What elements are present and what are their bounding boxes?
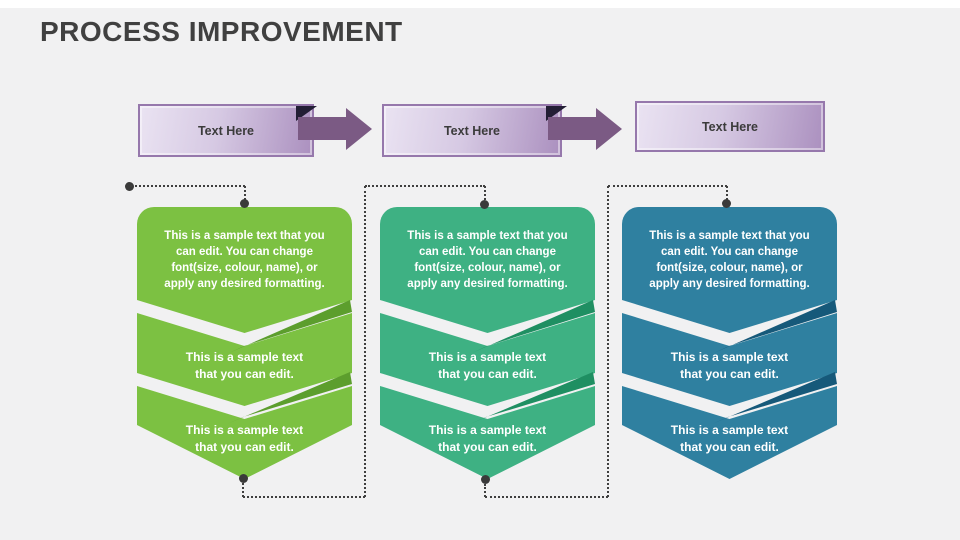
- chevron-column-step-2: This is a sample text that you can edit.…: [380, 207, 595, 479]
- connector-line: [484, 186, 486, 200]
- connector-dot: [481, 475, 490, 484]
- step-1-description: This is a sample text that you can edit.…: [164, 230, 325, 290]
- right-arrow-icon: [296, 106, 372, 150]
- connector-line: [364, 186, 366, 497]
- connector-line: [726, 186, 728, 200]
- chevron-stack-graphic: [622, 207, 837, 479]
- chevron-stack-graphic: [137, 207, 352, 479]
- arrow-head: [346, 108, 372, 150]
- right-arrow-icon: [546, 106, 622, 150]
- chevron-bottom-shape: [622, 386, 837, 479]
- chevron-bottom-shape: [137, 386, 352, 479]
- connector-line: [242, 483, 244, 497]
- chevron-middle-shape: [380, 313, 595, 406]
- connector-dot: [480, 200, 489, 209]
- connector-dot: [125, 182, 134, 191]
- connector-line: [244, 186, 246, 200]
- arrow-tail: [298, 117, 346, 140]
- chevron-top-shape: [137, 207, 352, 333]
- chevron-bottom-shape: [380, 386, 595, 479]
- chevron-stack-graphic: [380, 207, 595, 479]
- ribbon-fold-upper: [229, 300, 352, 353]
- ribbon-fold-upper: [472, 300, 595, 353]
- banner-step-3: Text Here: [635, 101, 825, 152]
- banner-step-1-label: Text Here: [197, 123, 255, 138]
- chevron-column-step-1: This is a sample text that you can edit.…: [137, 207, 352, 479]
- connector-line: [365, 185, 485, 187]
- banner-step-3-label: Text Here: [701, 119, 759, 134]
- arrow-tail: [548, 117, 596, 140]
- connector-line: [484, 484, 486, 497]
- ribbon-fold-upper: [714, 300, 837, 353]
- chevron-column-step-3: This is a sample text that you can edit.…: [622, 207, 837, 479]
- step-1-middle-text: This is a sample text that you can edit.: [185, 349, 304, 382]
- chevron-middle-shape: [622, 313, 837, 406]
- connector-line: [243, 496, 365, 498]
- chevron-middle-shape: [137, 313, 352, 406]
- step-3-bottom-text: This is a sample text that you can edit.: [670, 422, 789, 455]
- banner-step-2: Text Here: [382, 104, 562, 157]
- page-title: PROCESS IMPROVEMENT: [40, 16, 403, 47]
- window-top-edge: [0, 0, 960, 8]
- arrow-head: [596, 108, 622, 150]
- step-2-description: This is a sample text that you can edit.…: [407, 230, 568, 290]
- step-3-middle-text: This is a sample text that you can edit.: [670, 349, 789, 382]
- chevron-top-shape: [622, 207, 837, 333]
- step-2-bottom-text: This is a sample text that you can edit.: [428, 422, 547, 455]
- banner-step-1: Text Here: [138, 104, 314, 157]
- connector-dot: [239, 474, 248, 483]
- connector-line: [130, 185, 245, 187]
- connector-dot: [240, 199, 249, 208]
- connector-line: [485, 496, 608, 498]
- connector-line: [607, 186, 609, 497]
- step-1-bottom-text: This is a sample text that you can edit.: [185, 422, 304, 455]
- step-2-middle-text: This is a sample text that you can edit.: [428, 349, 547, 382]
- banner-step-2-label: Text Here: [443, 123, 501, 138]
- step-3-description: This is a sample text that you can edit.…: [649, 230, 810, 290]
- ribbon-fold-lower: [712, 372, 837, 424]
- ribbon-fold-lower: [227, 372, 352, 424]
- connector-line: [608, 185, 727, 187]
- chevron-top-shape: [380, 207, 595, 333]
- connector-dot: [722, 199, 731, 208]
- ribbon-fold-lower: [470, 372, 595, 424]
